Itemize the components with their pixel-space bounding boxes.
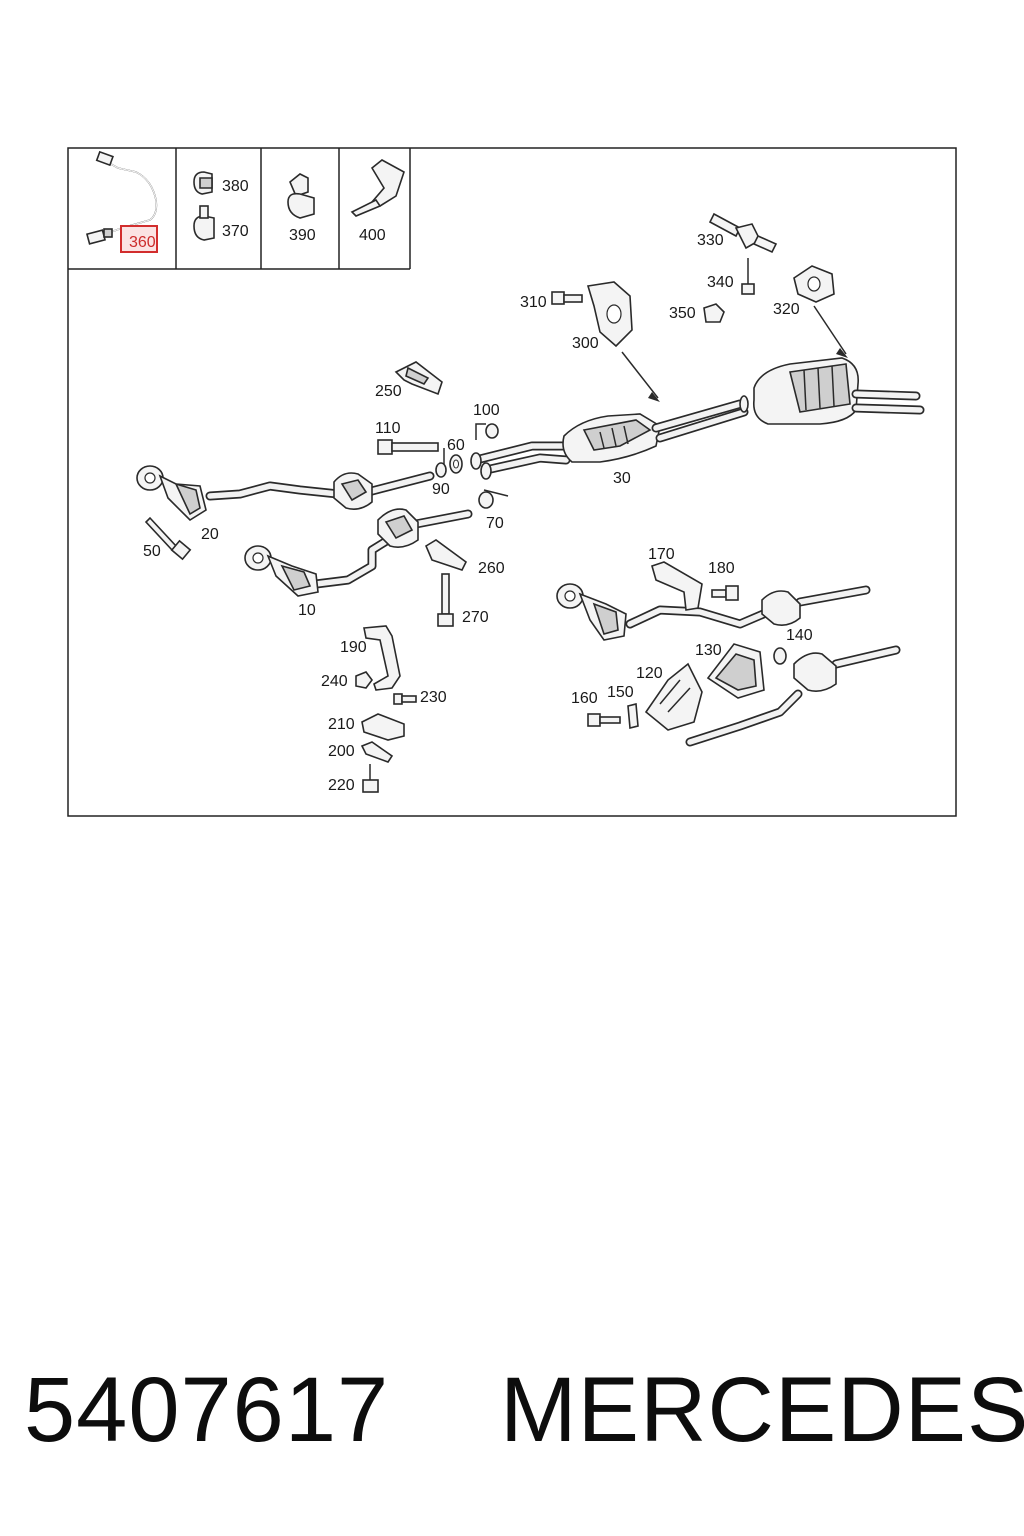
clip-390-drawing (287, 173, 315, 219)
label-200[interactable]: 200 (328, 743, 355, 760)
label-190[interactable]: 190 (340, 639, 367, 656)
label-310[interactable]: 310 (520, 294, 547, 311)
tail-pipe-front (651, 399, 749, 443)
label-250[interactable]: 250 (375, 383, 402, 400)
seal-ring-90 (435, 462, 447, 478)
bolt-180-drawing (711, 585, 739, 601)
label-340[interactable]: 340 (707, 274, 734, 291)
label-270[interactable]: 270 (462, 609, 489, 626)
bracket-170-drawing (651, 561, 703, 611)
label-60[interactable]: 60 (447, 437, 465, 454)
diagram-frame (67, 147, 957, 817)
label-140[interactable]: 140 (786, 627, 813, 644)
clip-150-drawing (627, 702, 639, 730)
exhaust-pipe-20 (205, 471, 435, 501)
bracket-400-drawing (350, 159, 405, 217)
rear-muffler (739, 357, 925, 425)
label-380[interactable]: 380 (222, 178, 249, 195)
nut-350-drawing (703, 303, 725, 323)
bolt-110-drawing (377, 439, 439, 455)
label-260[interactable]: 260 (478, 560, 505, 577)
label-20[interactable]: 20 (201, 526, 219, 543)
label-100[interactable]: 100 (473, 402, 500, 419)
exhaust-parts-diagram: 360 380 370 390 400 330 340 350 320 310 … (67, 147, 957, 817)
label-370[interactable]: 370 (222, 223, 249, 240)
washer-140-drawing (773, 647, 787, 665)
label-50[interactable]: 50 (143, 543, 161, 560)
part-number: 5407617 (24, 1359, 390, 1461)
label-320[interactable]: 320 (773, 301, 800, 318)
label-400[interactable]: 400 (359, 227, 386, 244)
mid-pipe-30 (470, 441, 571, 480)
bolt-230-drawing (393, 693, 417, 705)
bracket-260-drawing (424, 539, 468, 571)
clamp-380-drawing (193, 171, 213, 195)
seal-ring-100 (485, 423, 499, 439)
bolt-310-drawing (551, 291, 583, 305)
clip-200-drawing (360, 741, 394, 763)
oxygen-sensor-drawing[interactable] (85, 150, 158, 245)
hanger-320-drawing (793, 265, 835, 303)
inset-panel (68, 148, 411, 270)
front-muffler-30 (562, 413, 661, 463)
brand-name: MERCEDES (500, 1359, 1024, 1461)
clip-250-drawing (394, 361, 443, 396)
bolt-160-drawing (587, 713, 621, 727)
catalytic-converter-right (377, 508, 419, 548)
label-350[interactable]: 350 (669, 305, 696, 322)
heat-shield-120-drawing (644, 662, 703, 731)
seal-ring-60 (449, 454, 463, 474)
label-170[interactable]: 170 (648, 546, 675, 563)
bracket-190-drawing (363, 625, 401, 691)
label-130[interactable]: 130 (695, 642, 722, 659)
mount-330-drawing (708, 212, 778, 254)
label-180[interactable]: 180 (708, 560, 735, 577)
plate-210-drawing (361, 713, 405, 741)
label-390[interactable]: 390 (289, 227, 316, 244)
manifold-flange-right (244, 545, 319, 597)
exhaust-pipe-10 (311, 509, 473, 589)
bracket-130-drawing (706, 643, 765, 699)
label-160[interactable]: 160 (571, 690, 598, 707)
bolt-50-drawing (144, 516, 192, 561)
clamp-370-drawing (193, 205, 215, 241)
label-120[interactable]: 120 (636, 665, 663, 682)
manifold-flange-left (136, 465, 207, 522)
label-70[interactable]: 70 (486, 515, 504, 532)
label-90[interactable]: 90 (432, 481, 450, 498)
screw-340-drawing (741, 258, 755, 295)
part-labels: 360 380 370 390 400 330 340 350 320 310 … (129, 178, 813, 794)
label-150[interactable]: 150 (607, 684, 634, 701)
label-230[interactable]: 230 (420, 689, 447, 706)
bolt-270-drawing (437, 573, 454, 627)
footer-caption: 5407617 MERCEDES (0, 1360, 1024, 1470)
label-10[interactable]: 10 (298, 602, 316, 619)
bolt-220-drawing (362, 764, 379, 793)
nut-240-drawing (355, 671, 373, 689)
seal-ring-70 (478, 491, 494, 509)
label-330[interactable]: 330 (697, 232, 724, 249)
label-220[interactable]: 220 (328, 777, 355, 794)
alt-exhaust-pipe-upper (556, 583, 871, 641)
highlight-box-360 (120, 225, 158, 253)
catalytic-converter-left (333, 472, 373, 510)
label-360[interactable]: 360 (129, 234, 156, 251)
label-30[interactable]: 30 (613, 470, 631, 487)
hanger-300-drawing (586, 281, 633, 348)
alt-exhaust-pipe-lower (685, 645, 901, 747)
label-110[interactable]: 110 (375, 420, 401, 437)
label-240[interactable]: 240 (321, 673, 348, 690)
label-210[interactable]: 210 (328, 716, 355, 733)
label-300[interactable]: 300 (572, 335, 599, 352)
